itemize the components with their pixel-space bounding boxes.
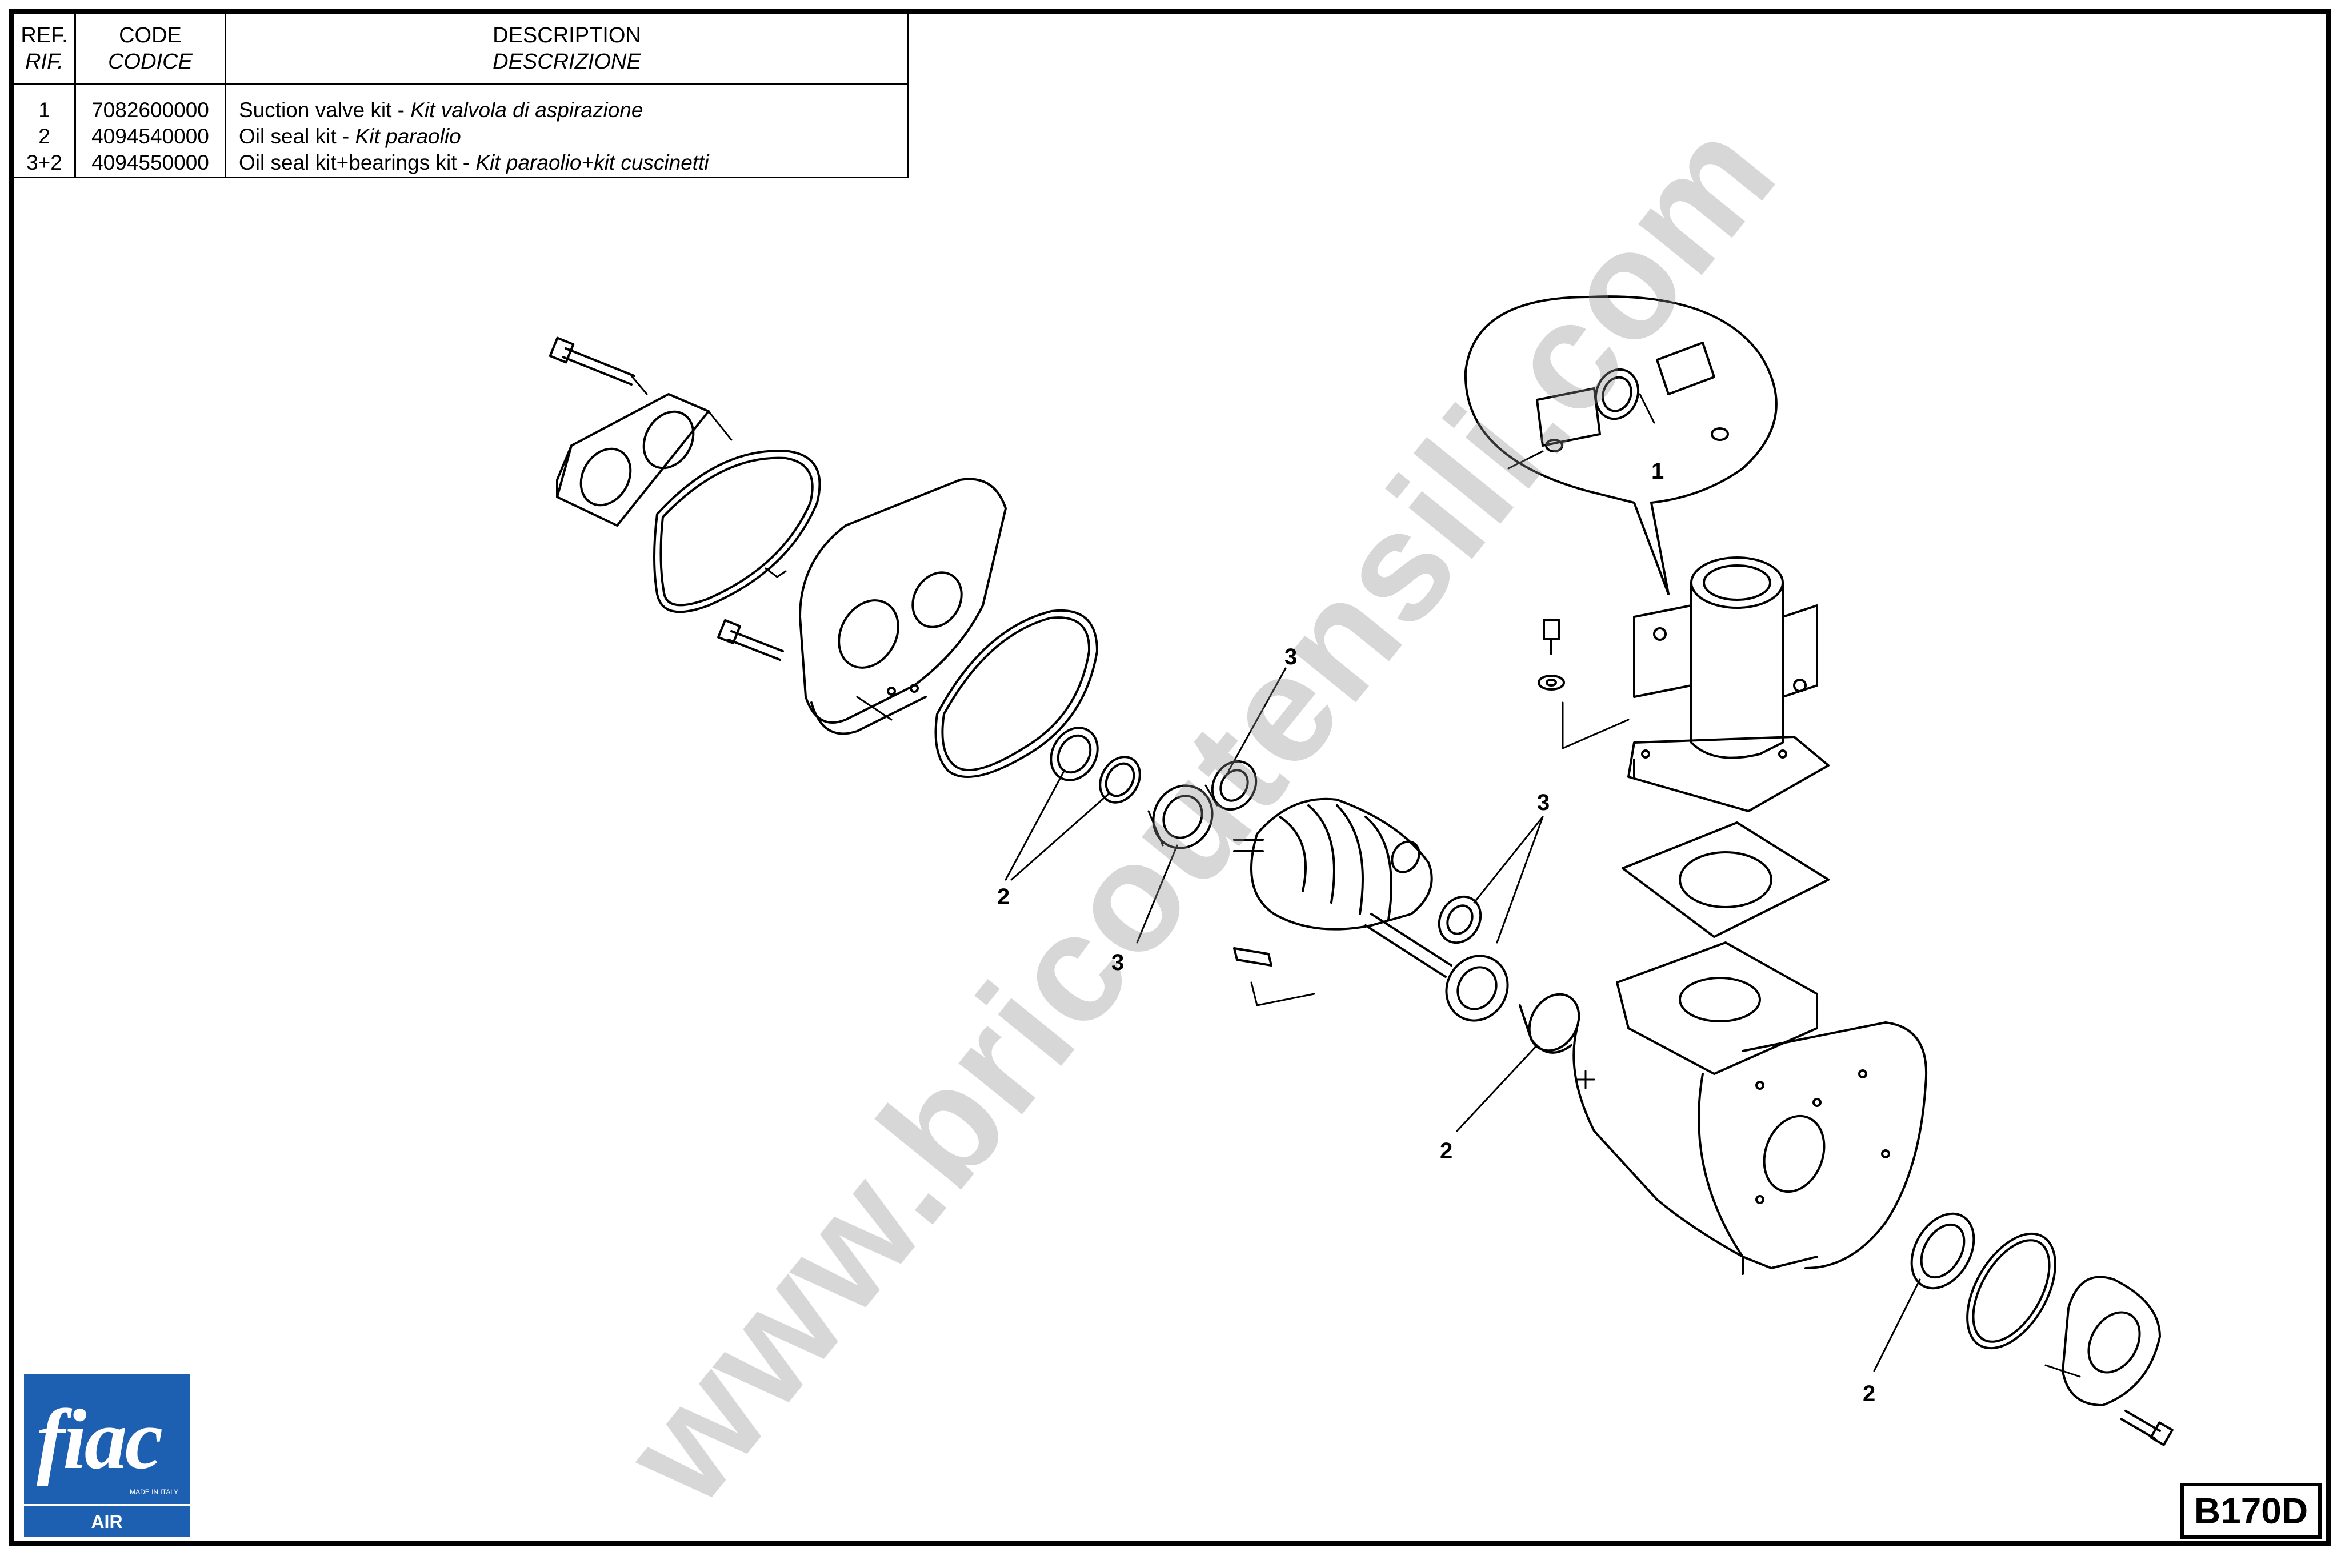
oil-seal-right — [1910, 1212, 1975, 1290]
callout-3-right: 3 — [1537, 790, 1550, 815]
bearing-right-top — [1438, 895, 1482, 944]
leader-lines — [1005, 393, 1921, 1372]
logo-wordmark: fiac — [37, 1392, 163, 1487]
description-column: Suction valve kit - Kit valvola di aspir… — [225, 83, 909, 178]
callout-1: 1 — [1651, 459, 1664, 484]
logo-mark: fiac MADE IN ITALY — [24, 1374, 190, 1504]
oil-seal-left-1 — [1050, 727, 1099, 781]
flange-gasket — [1622, 821, 1830, 938]
detail-callout-balloon — [1464, 295, 1778, 595]
callout-2-middle: 2 — [1440, 1138, 1453, 1164]
bearing-left-bottom — [1147, 784, 1214, 849]
table-body-row: 1 2 3+2 7082600000 4094540000 4094550000… — [14, 83, 909, 178]
rotor-cover — [799, 478, 1007, 735]
screw-rotor — [1233, 797, 1452, 978]
suction-valve-housing — [1627, 556, 1830, 812]
o-ring-right — [1966, 1232, 2056, 1350]
gasket-cover-inner — [934, 609, 1098, 778]
valve-screw — [1538, 619, 1630, 749]
drawing-code: B170D — [2180, 1483, 2322, 1539]
ref-column: 1 2 3+2 — [14, 83, 76, 178]
gasket-cover — [653, 450, 821, 613]
logo-made-in-italy: MADE IN ITALY — [130, 1488, 178, 1496]
callout-2-left: 2 — [997, 884, 1010, 909]
logo-tagline: AIR COMPRESSORS — [24, 1506, 190, 1563]
callout-3-bottom: 3 — [1111, 950, 1125, 975]
code-column: 7082600000 4094540000 4094550000 — [75, 83, 226, 178]
callout-2-right: 2 — [1863, 1381, 1876, 1406]
end-flange-right — [2044, 1276, 2161, 1406]
bearing-right-bottom — [1445, 955, 1509, 1022]
header-ref: REF.RIF. — [14, 14, 76, 85]
bolt-top-left — [549, 336, 648, 395]
table-row: Oil seal kit - Kit paraolio — [239, 125, 461, 148]
fiac-logo: fiac MADE IN ITALY AIR COMPRESSORS — [24, 1374, 190, 1563]
table-row: Suction valve kit - Kit valvola di aspir… — [239, 98, 643, 122]
shaft-key — [1233, 947, 1315, 1006]
bolt-middle — [717, 619, 784, 661]
compressor-housing — [1572, 941, 1928, 1275]
drawing-frame — [9, 9, 2331, 1546]
callout-3-top: 3 — [1284, 644, 1298, 669]
table-row: Oil seal kit+bearings kit - Kit paraolio… — [239, 151, 709, 174]
bolt-bottom-right — [2120, 1410, 2174, 1446]
oil-seal-right-sleeve — [1519, 993, 1580, 1054]
bearing-left-top — [1204, 760, 1258, 811]
end-plate-top — [556, 393, 733, 527]
oil-seal-left-2 — [1099, 756, 1141, 804]
